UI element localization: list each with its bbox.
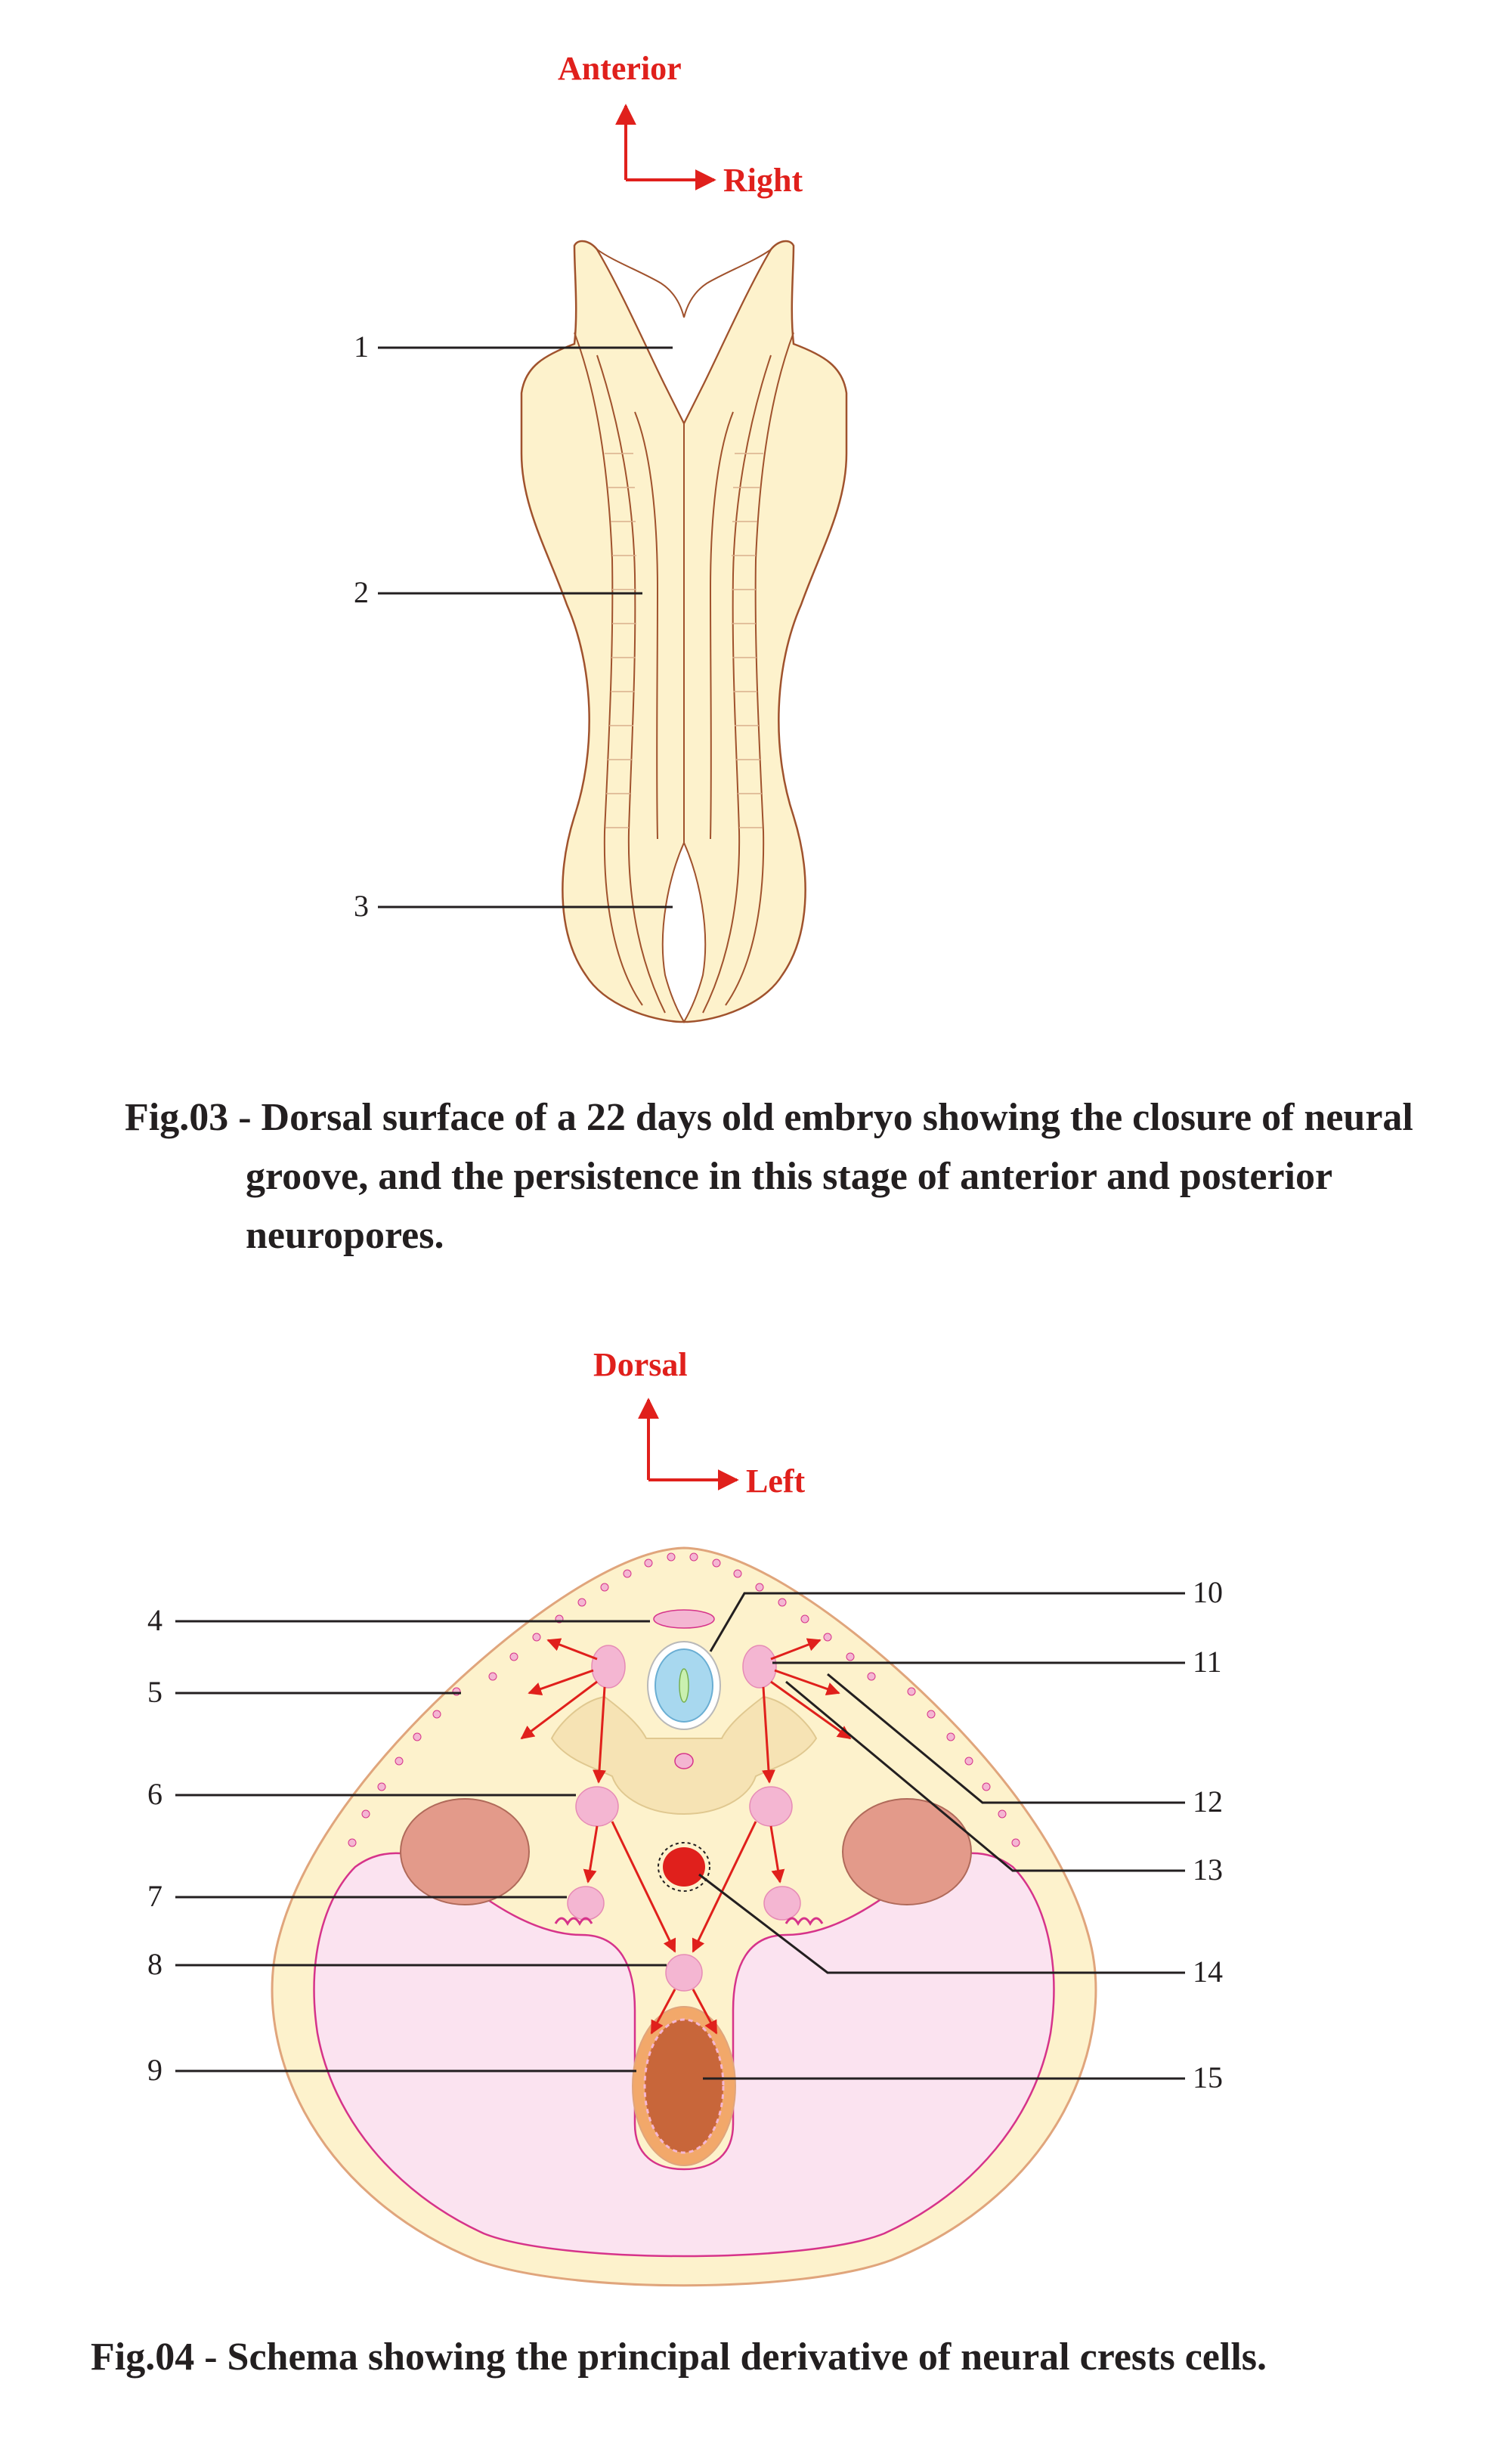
- fold-left: [554, 1917, 593, 1927]
- dorsal-label: Dorsal: [593, 1346, 688, 1383]
- right-label: Right: [723, 162, 803, 199]
- gut: [632, 2006, 736, 2166]
- leader-14: [698, 1873, 1185, 1974]
- neural-fold-right-outer: [725, 332, 794, 1006]
- label-10: 10: [1193, 1575, 1223, 1609]
- anterior-neuropore: [596, 249, 772, 426]
- orientation-indicator-2: Dorsal Left: [593, 1346, 806, 1500]
- enteric-ganglion: [665, 1954, 703, 1992]
- sympathetic-ganglion-right: [749, 1786, 793, 1827]
- label-15: 15: [1193, 2060, 1223, 2094]
- neural-fold-right-inner: [709, 411, 734, 840]
- notochord: [674, 1753, 694, 1769]
- figure-04: Dorsal Left: [147, 1346, 1223, 2287]
- labels-figure-03: 1 2 3: [354, 330, 673, 923]
- label-11: 11: [1193, 1645, 1222, 1679]
- preaortic-ganglion-right: [763, 1886, 801, 1921]
- somites-left: [605, 453, 636, 828]
- label-2: 2: [354, 575, 369, 609]
- leader-13: [785, 1680, 1185, 1872]
- label-8: 8: [147, 1947, 162, 1981]
- somite-right: [842, 1798, 972, 1905]
- label-1: 1: [354, 330, 369, 364]
- neural-fold-left-inner: [634, 411, 659, 840]
- dorsal-crest-mass: [653, 1609, 715, 1629]
- left-label: Left: [746, 1463, 806, 1500]
- figure-03-caption: Fig.03 - Dorsal surface of a 22 days old…: [125, 1096, 1413, 1257]
- fold-right: [784, 1917, 824, 1927]
- anterior-label: Anterior: [558, 50, 682, 87]
- label-14: 14: [1193, 1955, 1223, 1989]
- aorta: [658, 1842, 710, 1892]
- sympathetic-ganglion-left: [575, 1786, 619, 1827]
- orientation-indicator-1: Anterior Right: [558, 50, 803, 199]
- leader-12: [827, 1673, 1185, 1804]
- label-3: 3: [354, 889, 369, 923]
- neural-fold-left-mid: [596, 354, 666, 1014]
- posterior-neuropore: [661, 840, 707, 1023]
- neural-crest-derivatives: [567, 1645, 801, 1992]
- neural-fold-left-outer: [574, 332, 643, 1006]
- preaortic-ganglion-left: [567, 1886, 605, 1921]
- spinal-ganglion-right: [742, 1645, 777, 1689]
- embryo-dorsal-view: [520, 240, 848, 1023]
- neural-fold-right-mid: [702, 354, 772, 1014]
- migration-arrows: [520, 1638, 852, 2035]
- label-12: 12: [1193, 1785, 1223, 1819]
- label-6: 6: [147, 1777, 162, 1811]
- label-9: 9: [147, 2053, 162, 2087]
- label-7: 7: [147, 1879, 162, 1913]
- labels-figure-04-left: 4 5 6 7 8 9: [147, 1603, 667, 2087]
- neural-tube: [647, 1641, 721, 1730]
- label-4: 4: [147, 1603, 162, 1637]
- label-5: 5: [147, 1675, 162, 1709]
- somites-right: [732, 453, 763, 828]
- spinal-ganglion-left: [591, 1645, 626, 1689]
- labels-figure-04-right: 10 11 12 13 14 15: [698, 1575, 1223, 2094]
- leader-10: [709, 1592, 1185, 1652]
- figure-03: Anterior Right: [354, 50, 848, 1023]
- somite-left: [400, 1798, 530, 1905]
- figure-04-caption: Fig.04 - Schema showing the principal de…: [91, 2336, 1267, 2379]
- label-13: 13: [1193, 1853, 1223, 1887]
